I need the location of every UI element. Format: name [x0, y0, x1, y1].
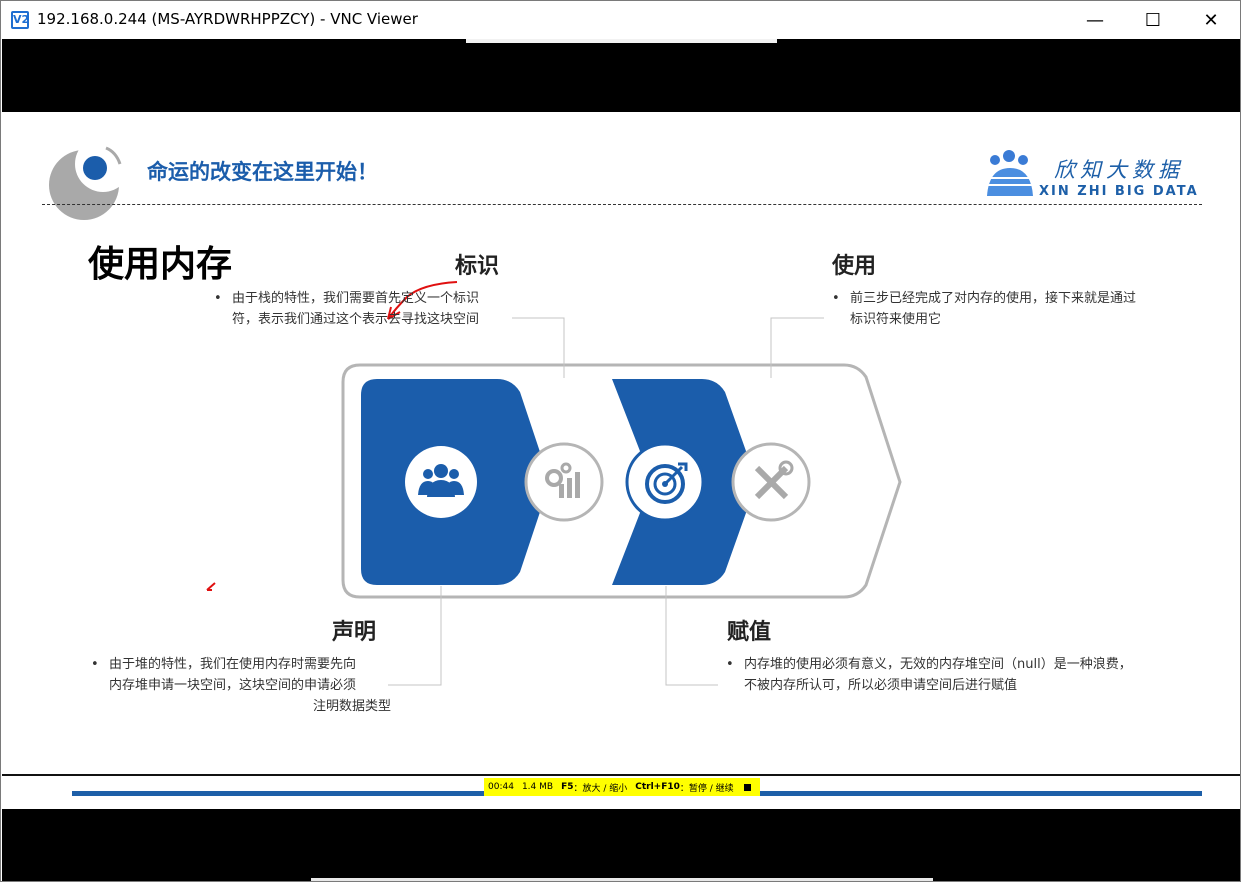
footer-divider: [2, 774, 1240, 776]
desc-line: 由于堆的特性，我们在使用内存时需要先向: [109, 657, 357, 672]
gears-chart-icon: [524, 442, 604, 522]
minimize-icon: —: [1086, 9, 1104, 31]
recording-size: 1.4 MB: [521, 782, 554, 792]
bottom-scrollbar[interactable]: [311, 878, 933, 881]
bullet: •: [91, 657, 99, 672]
desc-line: 前三步已经完成了对内存的使用，接下来就是通过: [850, 291, 1137, 306]
desc-line: 内存堆的使用必须有意义，无效的内存堆空间（null）是一种浪费，: [744, 657, 1132, 672]
shortcut-pause-action: ：暂停 / 继续: [679, 783, 734, 794]
shortcut-zoom-key: F5: [561, 782, 574, 792]
desc-line: 由于栈的特性，我们需要首先定义一个标识: [232, 291, 480, 306]
desc-line: 注明数据类型: [312, 699, 391, 714]
red-annotation-arrow: [206, 281, 458, 591]
remote-slide[interactable]: 命运的改变在这里开始！ 欣知大数据 XIN ZHI BIG DATA 使用内存 …: [2, 112, 1240, 809]
slide-graphics: [49, 136, 1033, 686]
tools-icon: [731, 442, 811, 522]
step-heading-use: 使用: [832, 254, 877, 279]
bullet: •: [726, 657, 734, 672]
top-scrollbar[interactable]: [466, 39, 777, 43]
header-title: 命运的改变在这里开始！: [147, 160, 378, 184]
target-icon: [625, 442, 705, 522]
remote-letterbox-top: [2, 39, 1240, 112]
company-logo-icon: [987, 150, 1033, 196]
step-desc-identify: • 由于栈的特性，我们需要首先定义一个标识 符，表示我们通过这个表示去寻找这块空…: [214, 288, 522, 330]
logo-text-en: XIN ZHI BIG DATA: [1039, 184, 1199, 199]
step-heading-assign: 赋值: [727, 620, 772, 645]
maximize-icon: ☐: [1144, 9, 1162, 31]
shortcut-zoom-action: ：放大 / 缩小: [573, 783, 628, 794]
vnc-app-icon: V2: [11, 11, 29, 29]
step-heading-identify: 标识: [455, 254, 500, 279]
minimize-button[interactable]: —: [1066, 1, 1124, 39]
shortcut-pause-key: Ctrl+F10: [635, 782, 680, 792]
users-icon: [405, 446, 477, 518]
desc-line: 不被内存所认可，所以必须申请空间后进行赋值: [744, 678, 1018, 693]
step-desc-assign: • 内存堆的使用必须有意义，无效的内存堆空间（null）是一种浪费， 不被内存所…: [726, 654, 1184, 696]
page-title: 使用内存: [88, 244, 233, 285]
title-bar[interactable]: V2 192.168.0.244 (MS-AYRDWRHPPZCY) - VNC…: [1, 1, 1240, 39]
remote-letterbox-bottom: [2, 809, 1240, 881]
bullet: •: [214, 291, 222, 306]
desc-line: 标识符来使用它: [850, 312, 942, 327]
step-heading-declare: 声明: [332, 620, 377, 645]
header-divider: [42, 204, 1202, 205]
logo-text-cn: 欣知大数据: [1054, 158, 1184, 182]
window-title: 192.168.0.244 (MS-AYRDWRHPPZCY) - VNC Vi…: [37, 10, 418, 28]
stop-recording-icon[interactable]: [743, 783, 751, 791]
desc-line: 内存堆申请一块空间，这块空间的申请必须: [109, 678, 357, 693]
maximize-button[interactable]: ☐: [1124, 1, 1182, 39]
recording-status-bar[interactable]: 00:44 1.4 MB F5 ：放大 / 缩小 Ctrl+F10 ：暂停 / …: [484, 778, 760, 796]
header-moon-logo-icon: [49, 136, 131, 220]
close-icon: ✕: [1203, 9, 1219, 31]
step-desc-declare: • 由于堆的特性，我们在使用内存时需要先向 内存堆申请一块空间，这块空间的申请必…: [91, 654, 391, 717]
close-button[interactable]: ✕: [1182, 1, 1240, 39]
recording-time: 00:44: [488, 782, 514, 792]
bullet: •: [832, 291, 840, 306]
desc-line: 符，表示我们通过这个表示去寻找这块空间: [232, 312, 480, 327]
step-desc-use: • 前三步已经完成了对内存的使用，接下来就是通过 标识符来使用它: [832, 288, 1180, 330]
